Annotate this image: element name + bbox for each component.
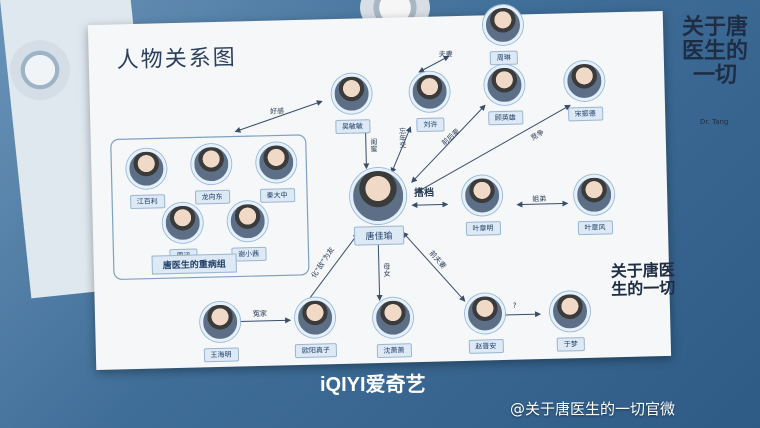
person-yesis: 叶章风 (564, 174, 625, 236)
link-haogan (234, 100, 323, 133)
brand-subtitle-top: Dr. Tang (700, 118, 729, 126)
brand-title-paper: 关于唐医生的一切 (610, 260, 676, 299)
avatar (573, 174, 615, 216)
rel-jiedi: 姐弟 (532, 194, 547, 204)
person-qin: 秦大中 (246, 142, 307, 203)
weibo-watermark: @关于唐医生的一切官微 (510, 400, 676, 418)
person-label: 刘许 (416, 117, 445, 133)
avatar (331, 73, 373, 115)
link-mimei (362, 127, 370, 170)
avatar (294, 297, 336, 339)
iqiyi-logo: iQIYI爱奇艺 (320, 374, 426, 396)
person-han: 欧阳真子 (285, 297, 346, 359)
person-label: 周琳 (489, 50, 518, 66)
avatar (190, 143, 232, 185)
group-label: 唐医生的重病组 (151, 253, 237, 275)
person-yun: 沈萧萧 (363, 297, 424, 359)
relationship-lines (110, 55, 571, 325)
person-label: 宋振德 (567, 106, 603, 122)
person-xie: 谢小茜 (217, 200, 278, 262)
person-long: 龙向东 (181, 143, 242, 205)
avatar (255, 142, 297, 183)
avatar (125, 148, 167, 190)
avatar (162, 202, 204, 244)
avatar (372, 297, 414, 339)
link-fuqi (418, 55, 450, 73)
link-munv (375, 239, 383, 302)
avatar (482, 4, 524, 46)
person-songyi: 宋振德 (554, 60, 615, 122)
avatar (227, 200, 269, 242)
avatar (409, 71, 451, 113)
person-wuyong: 吴敏敏 (321, 73, 382, 135)
stethoscope-icon (10, 40, 70, 100)
rel-dadang: 搭档 (413, 187, 435, 200)
person-yu: 于梦 (540, 290, 601, 352)
person-label: 叶章风 (577, 220, 613, 236)
person-wang: 王海明 (190, 301, 251, 363)
person-center: 唐佳瑜 (339, 167, 417, 246)
link-wangnian (390, 126, 412, 174)
link-yuanjia (234, 317, 292, 325)
brand-title-top: 关于唐医生的一切 (681, 14, 748, 88)
relationship-paper: 人物关系图 (87, 4, 672, 370)
person-label: 顾英雄 (487, 110, 523, 126)
avatar (464, 292, 506, 334)
rel-munv: 母女 (382, 262, 392, 277)
rel-mimei: 闺蜜 (369, 138, 379, 153)
person-label: 沈萧萧 (376, 343, 412, 359)
person-label: 欧阳真子 (294, 343, 338, 359)
avatar (199, 301, 241, 343)
person-label: 唐佳瑜 (354, 225, 404, 246)
person-ye: 叶章明 (452, 175, 513, 236)
avatar (349, 167, 407, 225)
avatar (483, 64, 525, 106)
group-box (110, 134, 310, 280)
person-gushi: 顾英雄 (474, 64, 535, 126)
person-jiang: 江百利 (116, 148, 177, 210)
avatar (461, 175, 503, 216)
link-huaxi (304, 232, 359, 306)
person-label: 于梦 (556, 337, 585, 352)
person-label: 吴敏敏 (334, 119, 371, 135)
link-jingzheng (416, 104, 571, 193)
person-zhao: 赵晋安 (455, 292, 516, 354)
rel-haogan: 好感 (269, 107, 285, 116)
avatar (549, 290, 591, 332)
link-jiedi (516, 200, 569, 208)
avatar (563, 60, 605, 102)
link-dadang (411, 201, 449, 209)
person-label: 赵晋安 (468, 339, 504, 354)
rel-fuqi: 夫妻 (438, 50, 453, 59)
person-liuxu: 刘许 (399, 71, 460, 133)
link-qianfuqi (402, 231, 466, 302)
person-label: 王海明 (203, 347, 239, 363)
person-label: 叶章明 (465, 221, 501, 236)
rel-yuanjia: 冤家 (252, 309, 268, 319)
person-zhouhui: 周琳 (473, 4, 534, 66)
